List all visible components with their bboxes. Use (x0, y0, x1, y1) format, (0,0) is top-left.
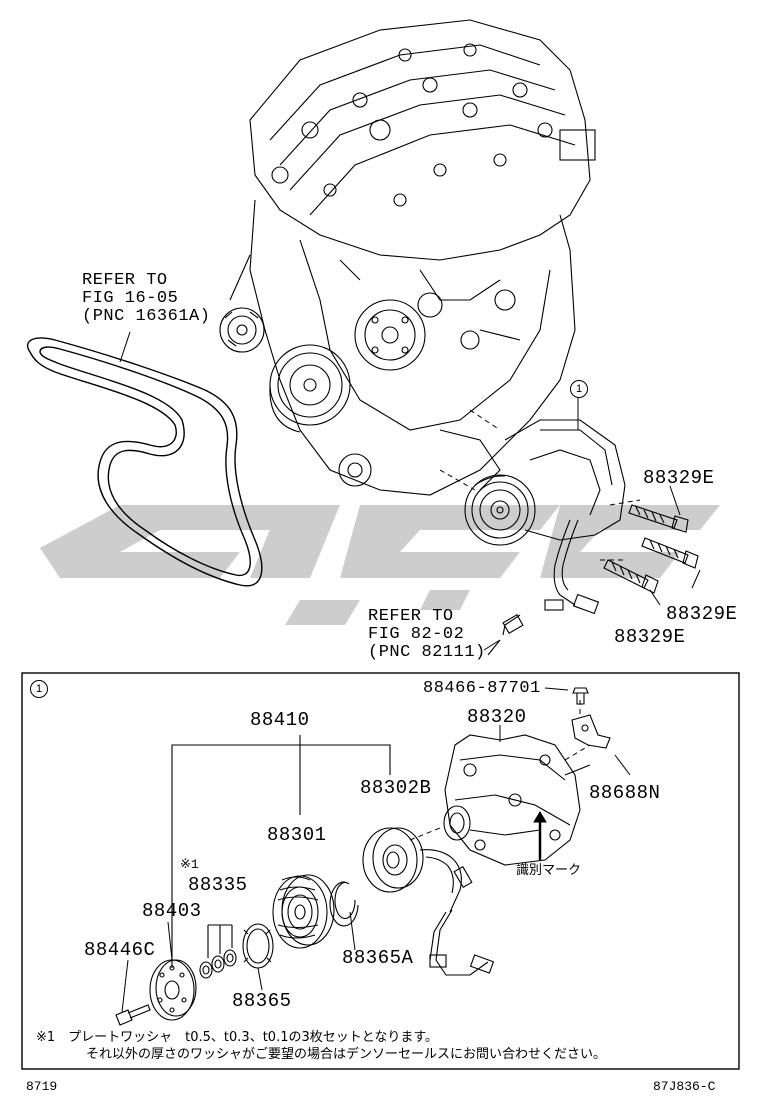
snap-ring-88365 (242, 923, 274, 969)
refer-note-harness: REFER TO FIG 82-02 (PNC 82111) (368, 608, 486, 662)
inset-frame (21, 672, 740, 1070)
id-mark-label: 識別マーク (516, 863, 582, 878)
callout-1-top[interactable]: 1 (570, 380, 588, 398)
compressor-top (464, 419, 626, 656)
bracket-88410 (171, 735, 391, 968)
part-88301[interactable]: 88301 (267, 824, 327, 846)
washers-88335 (199, 924, 237, 979)
part-88410[interactable]: 88410 (250, 709, 310, 731)
bracket-88688n (571, 714, 611, 749)
snap-ring-88365a (329, 881, 359, 927)
leaders-inset-top (499, 687, 631, 776)
inset-marker-1: 1 (30, 680, 48, 698)
part-88335[interactable]: 88335 (188, 874, 248, 896)
bolt-88329e-a (628, 504, 689, 533)
part-88365a[interactable]: 88365A (342, 947, 414, 969)
bolt-88466 (572, 687, 589, 705)
part-88329e-c[interactable]: 88329E (614, 626, 686, 648)
pressure-plate-88403 (149, 959, 197, 1021)
bolt-88329e-b (641, 537, 699, 569)
mount-lines-inset (409, 700, 591, 841)
head-bolts (271, 43, 553, 207)
leaders-top (119, 331, 701, 651)
part-88446c[interactable]: 88446C (84, 939, 156, 961)
clutch-coil-88302b (362, 827, 495, 976)
lower-idler (338, 453, 372, 487)
pulley-88301 (272, 874, 335, 949)
part-88329e-b[interactable]: 88329E (666, 603, 738, 625)
refer-harness-line1: REFER TO (368, 607, 454, 626)
part-88688n[interactable]: 88688N (589, 782, 661, 804)
mount-lines (439, 409, 641, 561)
idler-pulley (219, 307, 265, 353)
crank-pulley (269, 344, 351, 433)
refer-belt-line2: FIG 16-05 (82, 289, 179, 308)
part-88302b[interactable]: 88302B (360, 777, 432, 799)
bolt-88329e-c (603, 559, 659, 594)
bolt-88446c (115, 1004, 151, 1026)
refer-belt-line1: REFER TO (82, 271, 168, 290)
id-mark-arrow (533, 811, 547, 860)
part-88466-87701[interactable]: 88466-87701 (423, 679, 541, 698)
note-line-2: それ以外の厚さのワッシャがご要望の場合はデンソーセールスにお問い合わせください。 (86, 1047, 607, 1062)
part-88320[interactable]: 88320 (467, 706, 527, 728)
refer-harness-line3: (PNC 82111) (368, 643, 486, 662)
part-88335-note-mark: ※1 (180, 857, 199, 872)
refer-note-belt: REFER TO FIG 16-05 (PNC 16361A) (82, 272, 210, 326)
watermark-logo (40, 505, 720, 625)
engine-assembly (219, 19, 596, 496)
footer-right-code: 87J836-C (653, 1079, 716, 1094)
note-line-1: ※1 プレートワッシャ t0.5、t0.3、t0.1の3枚セットとなります。 (36, 1030, 439, 1045)
part-88365[interactable]: 88365 (232, 990, 292, 1012)
part-88403[interactable]: 88403 (142, 900, 202, 922)
leaders-inset-bottom (121, 911, 356, 1013)
compressor-inset (443, 734, 591, 866)
refer-harness-line2: FIG 82-02 (368, 625, 465, 644)
refer-belt-line3: (PNC 16361A) (82, 307, 211, 326)
v-ribbed-belt (27, 337, 263, 587)
footer-left-code: 8719 (26, 1079, 58, 1094)
water-pump-pulley (354, 299, 426, 371)
part-88329e-a[interactable]: 88329E (643, 467, 715, 489)
